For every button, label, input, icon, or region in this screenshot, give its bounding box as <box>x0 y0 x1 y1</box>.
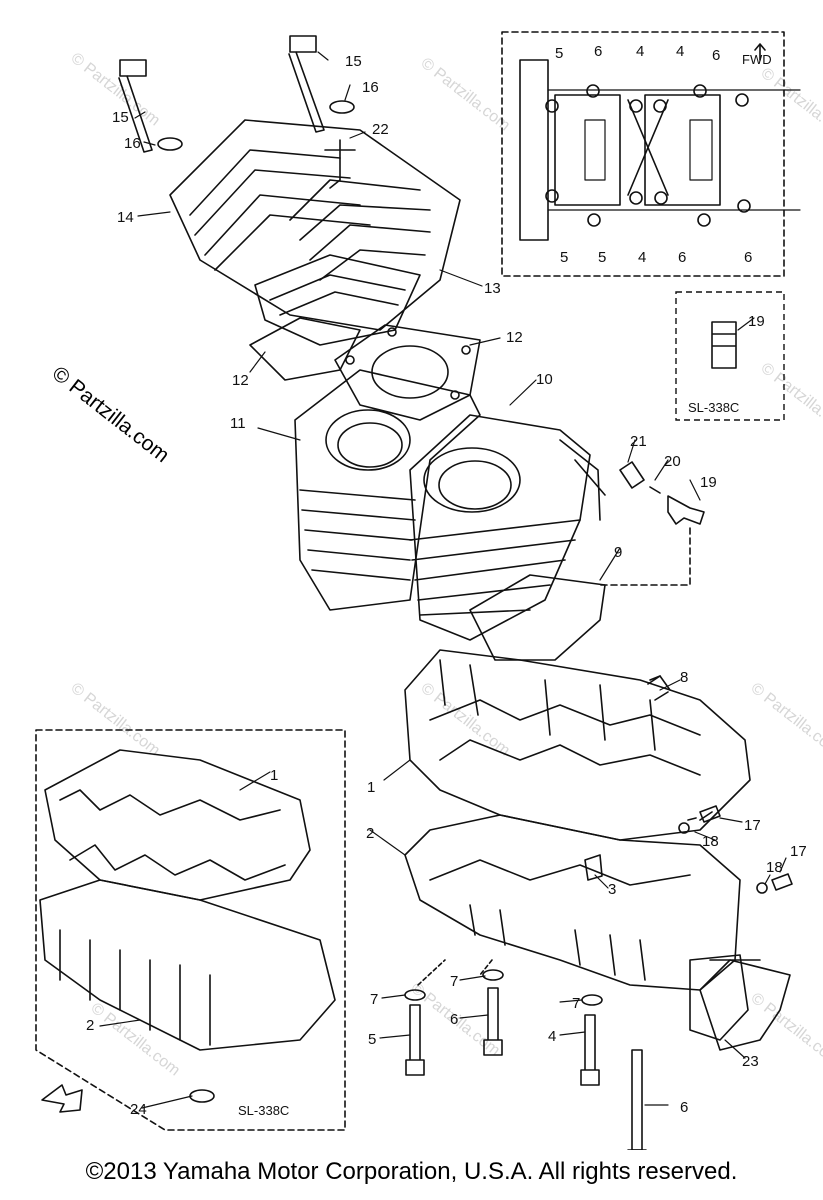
callout-2: 2 <box>86 1017 94 1034</box>
callout-18: 18 <box>766 859 783 876</box>
callout-3: 3 <box>608 881 616 898</box>
callout-24: 24 <box>130 1101 147 1118</box>
callout-16: 16 <box>362 79 379 96</box>
watermark: © Partzilla.com <box>748 990 823 1070</box>
head-torque-inset <box>501 31 801 277</box>
callout-19: 19 <box>700 474 717 491</box>
callout-12: 12 <box>506 329 523 346</box>
callout-22: 22 <box>372 121 389 138</box>
copyright-footer: ©2013 Yamaha Motor Corporation, U.S.A. A… <box>85 1158 738 1185</box>
torque-callout: 5 <box>560 249 568 266</box>
sl-note: SL-338C <box>238 1103 289 1118</box>
guard-plate <box>699 959 791 1051</box>
callout-8: 8 <box>680 669 688 686</box>
torque-callout: 6 <box>678 249 686 266</box>
callout-1: 1 <box>367 779 375 796</box>
lower-crankcase <box>404 814 761 1041</box>
callout-13: 13 <box>484 280 501 297</box>
callout-labels: 15 15 16 16 22 14 13 12 12 10 11 21 20 1… <box>86 43 807 1118</box>
torque-callout: 4 <box>676 43 684 60</box>
callout-15: 15 <box>112 109 129 126</box>
callout-1: 1 <box>270 767 278 784</box>
callout-5: 5 <box>368 1031 376 1048</box>
parts-diagram: © Partzilla.com © Partzilla.com © Partzi… <box>35 31 823 1150</box>
upper-crankcase <box>404 649 751 841</box>
cylinders <box>294 369 606 641</box>
sl-note: SL-338C <box>688 400 739 415</box>
torque-callout: 5 <box>555 45 563 62</box>
callout-18: 18 <box>702 833 719 850</box>
callout-19: 19 <box>748 313 765 330</box>
callout-17: 17 <box>790 843 807 860</box>
callout-7: 7 <box>450 973 458 990</box>
leader-lines <box>99 51 787 1109</box>
head-bolts <box>118 35 355 153</box>
fwd-label: FWD <box>742 52 772 67</box>
watermark: © Partzilla.com <box>68 680 163 760</box>
callout-6: 6 <box>450 1011 458 1028</box>
callout-9: 9 <box>614 544 622 561</box>
callout-17: 17 <box>744 817 761 834</box>
watermark: © Partzilla.com <box>88 1000 183 1080</box>
torque-callout: 6 <box>594 43 602 60</box>
callout-14: 14 <box>117 209 134 226</box>
watermark: © Partzilla.com <box>418 55 513 135</box>
callout-7: 7 <box>370 991 378 1008</box>
callout-2: 2 <box>366 825 374 842</box>
fwd-arrow-icon <box>754 43 766 61</box>
crankcase-inset <box>35 729 346 1131</box>
fwd-arrow-icon <box>41 1084 83 1113</box>
crankcase-bolts <box>404 959 647 1150</box>
callout-4: 4 <box>548 1028 556 1045</box>
cylinder-heads <box>169 119 461 346</box>
watermark: © Partzilla.com <box>758 65 823 145</box>
part-19-inset <box>675 291 785 421</box>
callout-15: 15 <box>345 53 362 70</box>
torque-callout: 4 <box>636 43 644 60</box>
callout-6: 6 <box>680 1099 688 1116</box>
callout-23: 23 <box>742 1053 759 1070</box>
callout-11: 11 <box>230 415 246 432</box>
inset-frame <box>501 31 785 277</box>
base-gasket <box>469 574 606 661</box>
callout-10: 10 <box>536 371 553 388</box>
callout-20: 20 <box>664 453 681 470</box>
callout-7: 7 <box>572 995 580 1012</box>
callout-21: 21 <box>630 433 647 450</box>
watermark: © Partzilla.com <box>758 360 823 440</box>
callout-16: 16 <box>124 135 141 152</box>
torque-callout: 4 <box>638 249 646 266</box>
watermark: © Partzilla.com <box>748 680 823 760</box>
hose-fittings <box>599 321 737 586</box>
torque-callout: 6 <box>712 47 720 64</box>
head-gaskets <box>249 317 481 421</box>
crankcase-studs <box>649 675 793 894</box>
torque-callout: 5 <box>598 249 606 266</box>
torque-callout: 6 <box>744 249 752 266</box>
callout-12: 12 <box>232 372 249 389</box>
